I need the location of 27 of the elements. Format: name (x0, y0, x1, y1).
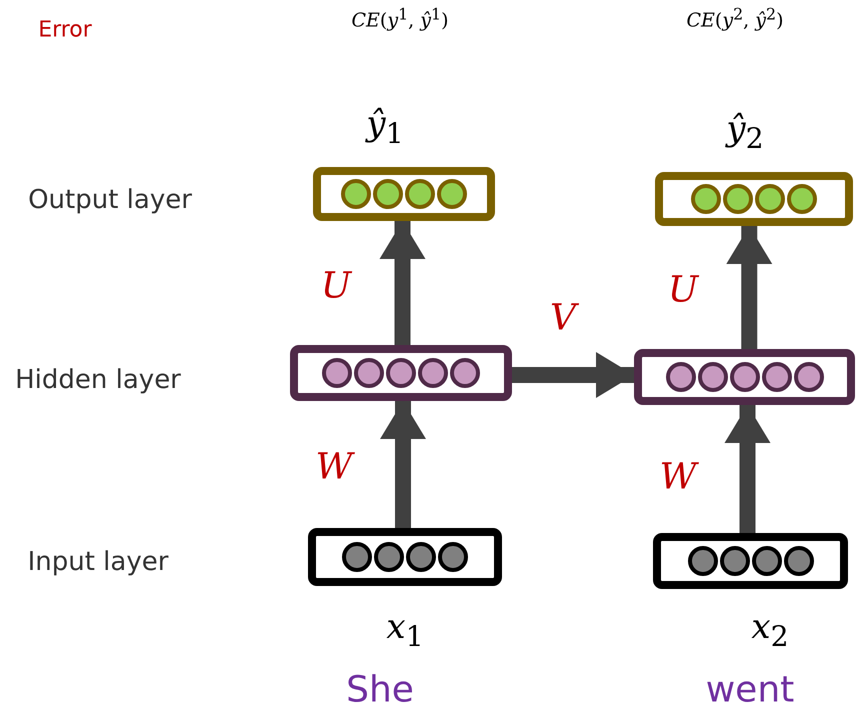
edge-label: W (316, 446, 352, 488)
edge-label: U (320, 266, 352, 306)
edge-label: W (660, 456, 696, 498)
edge-label: U (668, 270, 698, 310)
row-label: Error (38, 18, 92, 42)
layer-box (290, 345, 512, 401)
layer-box (308, 528, 502, 586)
arrow (380, 221, 426, 345)
vector-symbol: ŷ$_{1}$ (366, 104, 404, 150)
loss-formula: CE(y$^{1}$, ŷ$^{1}$) (352, 4, 448, 32)
vector-symbol: ŷ$_{2}$ (726, 109, 764, 155)
arrow (726, 226, 772, 349)
layer-box (634, 349, 855, 405)
word-label: went (706, 670, 794, 709)
layer-box (313, 167, 495, 221)
row-label: Hidden layer (15, 365, 181, 395)
arrow (724, 405, 770, 533)
layer-box (653, 533, 848, 589)
loss-formula: CE(y$^{2}$, ŷ$^{2}$) (686, 4, 784, 32)
vector-symbol: x$_{2}$ (751, 607, 789, 653)
vector-symbol: x$_{1}$ (386, 607, 424, 653)
arrow (380, 401, 426, 528)
layer-box (655, 172, 853, 226)
row-label: Input layer (28, 547, 168, 577)
arrow (512, 352, 634, 398)
word-label: She (346, 670, 414, 709)
row-label: Output layer (28, 185, 192, 215)
